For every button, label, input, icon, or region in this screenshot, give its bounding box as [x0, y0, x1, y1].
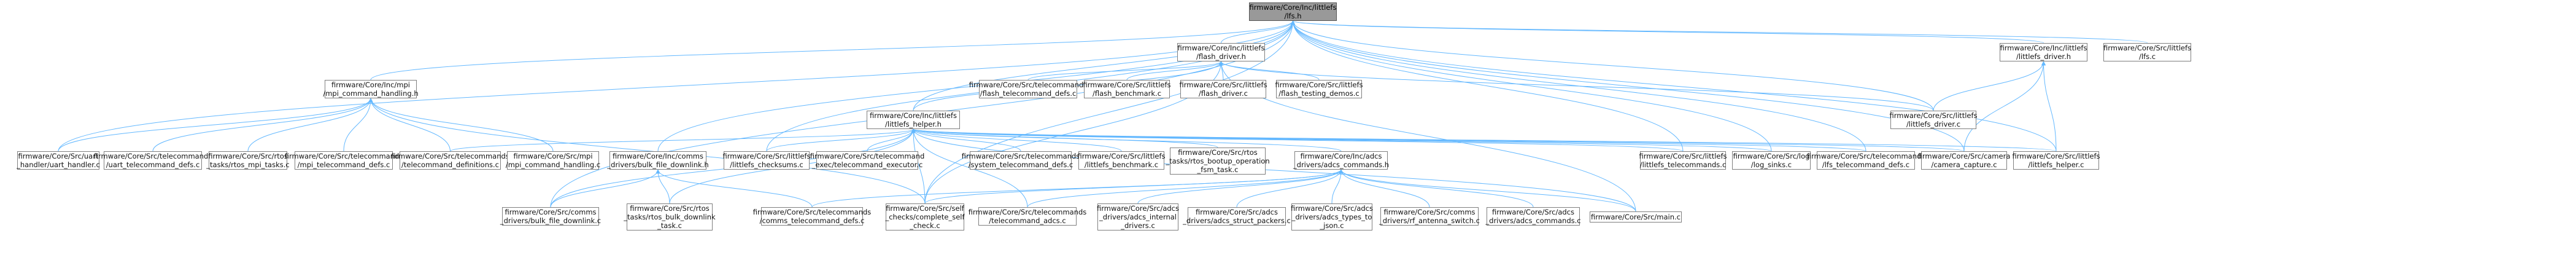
edge-littlefs_helper_h-system_tc_defs — [911, 128, 1021, 152]
edge-mpi_handling_h-rtos_mpi_tasks — [247, 98, 373, 152]
edge-root-lfs_telecommands — [1291, 20, 1684, 152]
edge-lfs_driver_h-littlefs_helper_c — [2041, 61, 2057, 152]
node-mpi-command-handling-c[interactable]: firmware/Core/Src/mpi /mpi_command_handl… — [505, 151, 601, 170]
edge-root-self_checks — [924, 20, 1295, 204]
edge-flash_driver_h-flash_testing_demos — [1219, 61, 1320, 81]
edge-littlefs_helper_h-main_c — [911, 128, 1636, 212]
node-mpi-telecommand-defs[interactable]: firmware/Core/Src/telecommands /mpi_tele… — [284, 151, 403, 170]
edge-root-flash_driver_h — [1221, 20, 1295, 44]
edge-adcs_commands_h-comms_tc_defs — [811, 169, 1344, 208]
node-littlefs-benchmark[interactable]: firmware/Core/Src/littlefs /littlefs_ben… — [1077, 151, 1166, 170]
node-comms-bulk-file-downlink-c[interactable]: firmware/Core/Src/comms _drivers/bulk_fi… — [500, 207, 601, 226]
edge-mpi_handling_h-mpi_tc_defs — [343, 98, 373, 152]
node-adcs-commands-h[interactable]: firmware/Core/Inc/adcs _drivers/adcs_com… — [1293, 151, 1390, 170]
edge-bulk_dl_h-comms_tc_defs — [656, 169, 813, 208]
node-littlefs-helper-h[interactable]: firmware/Core/Inc/littlefs /littlefs_hel… — [867, 111, 960, 129]
node-lfs-telecommand-defs[interactable]: firmware/Core/Src/telecommands /lfs_tele… — [1806, 151, 1925, 170]
edge-lfs_driver_h-camera_capture — [1963, 61, 2046, 152]
edge-root-littlefs_helper_c — [1291, 20, 2057, 152]
node-system-telecommand-defs[interactable]: firmware/Core/Src/telecommands /system_t… — [961, 151, 1080, 170]
edge-lfs_driver_h-littlefs_driver_c — [1933, 61, 2046, 111]
edge-flash_driver_h-flash_tc_defs — [1027, 61, 1223, 81]
edge-root-mpi_handling_h — [370, 20, 1295, 81]
node-rf-antenna-switch[interactable]: firmware/Core/Src/comms _drivers/rf_ante… — [1379, 207, 1480, 226]
edge-littlefs_helper_h-littlefs_helper_c — [911, 128, 2057, 152]
edge-root-log_sinks — [1291, 20, 1772, 152]
node-adcs-struct-packers[interactable]: firmware/Core/Src/adcs _drivers/adcs_str… — [1183, 207, 1291, 226]
node-littlefs-driver-c[interactable]: firmware/Core/Src/littlefs /littlefs_dri… — [1889, 111, 1978, 129]
edge-littlefs_helper_h-camera_capture — [911, 128, 1965, 152]
node-comms-telecommand-defs[interactable]: firmware/Core/Src/telecommands /comms_te… — [752, 207, 872, 226]
node-littlefs-driver-h[interactable]: firmware/Core/Inc/littlefs /littlefs_dri… — [2000, 43, 2087, 61]
edge-root-lfs_driver_h — [1291, 20, 2044, 44]
node-littlefs-telecommands[interactable]: firmware/Core/Src/littlefs /littlefs_tel… — [1639, 151, 1727, 170]
node-telecommand-executor[interactable]: firmware/Core/Src/telecommand _exec/tele… — [810, 151, 925, 170]
edge-root-lfs_c — [1291, 20, 2148, 44]
edge-mpi_handling_h-uart_tc_defs — [152, 98, 373, 152]
node-log-sinks[interactable]: firmware/Core/Src/log /log_sinks.c — [1732, 151, 1811, 170]
node-adcs-types-to-json[interactable]: firmware/Core/Src/adcs _drivers/adcs_typ… — [1291, 203, 1373, 231]
edge-mpi_handling_h-uart_handler — [58, 98, 373, 152]
node-telecommand-adcs[interactable]: firmware/Core/Src/telecommands /telecomm… — [968, 207, 1087, 226]
node-rtos-mpi-tasks[interactable]: firmware/Core/Src/rtos _tasks/rtos_mpi_t… — [206, 151, 290, 170]
edge-mpi_handling_h-self_checks — [368, 98, 926, 204]
edge-root-camera_capture — [1291, 20, 1965, 152]
node-lfs-h: firmware/Core/Inc/littlefs /lfs.h — [1249, 2, 1337, 21]
edge-adcs_commands_h-tc_adcs — [1027, 169, 1344, 208]
node-littlefs-checksums[interactable]: firmware/Core/Src/littlefs /littlefs_che… — [722, 151, 811, 170]
edge-littlefs_helper_h-self_checks — [911, 128, 926, 204]
node-littlefs-helper-c[interactable]: firmware/Core/Src/littlefs /littlefs_hel… — [2012, 151, 2100, 170]
node-adcs-internal-drivers[interactable]: firmware/Core/Src/adcs _drivers/adcs_int… — [1097, 203, 1179, 231]
edge-adcs_commands_h-self_checks — [924, 169, 1344, 204]
node-rtos-bulk-downlink-task[interactable]: firmware/Core/Src/rtos _tasks/rtos_bulk_… — [624, 203, 716, 231]
edge-adcs_commands_h-adcs_commands_c — [1339, 169, 1534, 208]
node-flash-driver-h[interactable]: firmware/Core/Inc/littlefs /flash_driver… — [1177, 43, 1265, 61]
edge-mpi_handling_h-mpi_handling_c — [368, 98, 554, 152]
node-uart-handler[interactable]: firmware/Core/Src/uart _handler/uart_han… — [17, 151, 100, 170]
edge-flash_driver_h-littlefs_driver_c — [1219, 61, 1934, 111]
node-adcs-commands-c[interactable]: firmware/Core/Src/adcs _drivers/adcs_com… — [1485, 207, 1581, 226]
edge-littlefs_helper_h-tc_exec — [867, 128, 916, 152]
node-uart-telecommand-defs[interactable]: firmware/Core/Src/telecommands /uart_tel… — [93, 151, 212, 170]
edge-littlefs_helper_h-lfs_telecommands — [911, 128, 1684, 152]
node-lfs-c[interactable]: firmware/Core/Src/littlefs /lfs.c — [2103, 43, 2192, 61]
node-flash-driver-c[interactable]: firmware/Core/Src/littlefs /flash_driver… — [1179, 80, 1267, 98]
edge-littlefs_helper_h-lfs_benchmark — [911, 128, 1122, 152]
node-flash-benchmark-c[interactable]: firmware/Core/Src/littlefs /flash_benchm… — [1083, 80, 1171, 98]
edge-adcs_commands_h-rf_antenna — [1339, 169, 1430, 208]
node-telecommand-definitions[interactable]: firmware/Core/Src/telecommands /telecomm… — [391, 151, 509, 170]
node-flash-testing-demos[interactable]: firmware/Core/Src/littlefs /flash_testin… — [1275, 80, 1363, 98]
node-camera-capture[interactable]: firmware/Core/Src/camera /camera_capture… — [1917, 151, 2011, 170]
edge-bulk_dl_h-rtos_bulk_dl_task — [656, 169, 670, 204]
node-bulk-file-downlink-h[interactable]: firmware/Core/Inc/comms _drivers/bulk_fi… — [607, 151, 709, 170]
edge-adcs_commands_h-adcs_types_to_json — [1331, 169, 1344, 204]
edge-adcs_commands_h-adcs_struct_packers — [1236, 169, 1344, 208]
node-complete-self-check[interactable]: firmware/Core/Src/self _checks/complete_… — [885, 203, 965, 231]
edge-littlefs_helper_h-adcs_commands_h — [911, 128, 1342, 152]
edge-bulk_dl_h-comms_bulk_dl_c — [550, 169, 660, 208]
edge-littlefs_helper_h-tc_definitions — [450, 128, 916, 152]
node-main-c[interactable]: firmware/Core/Src/main.c — [1590, 211, 1682, 223]
edge-adcs_commands_h-main_c — [1339, 169, 1636, 212]
edge-root-littlefs_driver_c — [1291, 20, 1934, 111]
node-flash-telecommand-defs[interactable]: firmware/Core/Src/telecommands /flash_te… — [969, 80, 1088, 98]
edge-littlefs_helper_h-lfs_checksums — [766, 128, 916, 152]
node-mpi-command-handling-h[interactable]: firmware/Core/Inc/mpi /mpi_command_handl… — [323, 80, 419, 98]
edge-flash_driver_h-flash_benchmark_c — [1126, 61, 1223, 81]
edge-littlefs_helper_h-lfs_tc_defs — [911, 128, 1866, 152]
node-rtos-bootup-operation-fsm-task[interactable]: firmware/Core/Src/rtos _tasks/rtos_bootu… — [1166, 148, 1270, 175]
edge-adcs_commands_h-adcs_internal — [1137, 169, 1344, 204]
edge-root-littlefs_helper_h — [913, 20, 1295, 111]
edge-mpi_handling_h-tc_definitions — [368, 98, 451, 152]
